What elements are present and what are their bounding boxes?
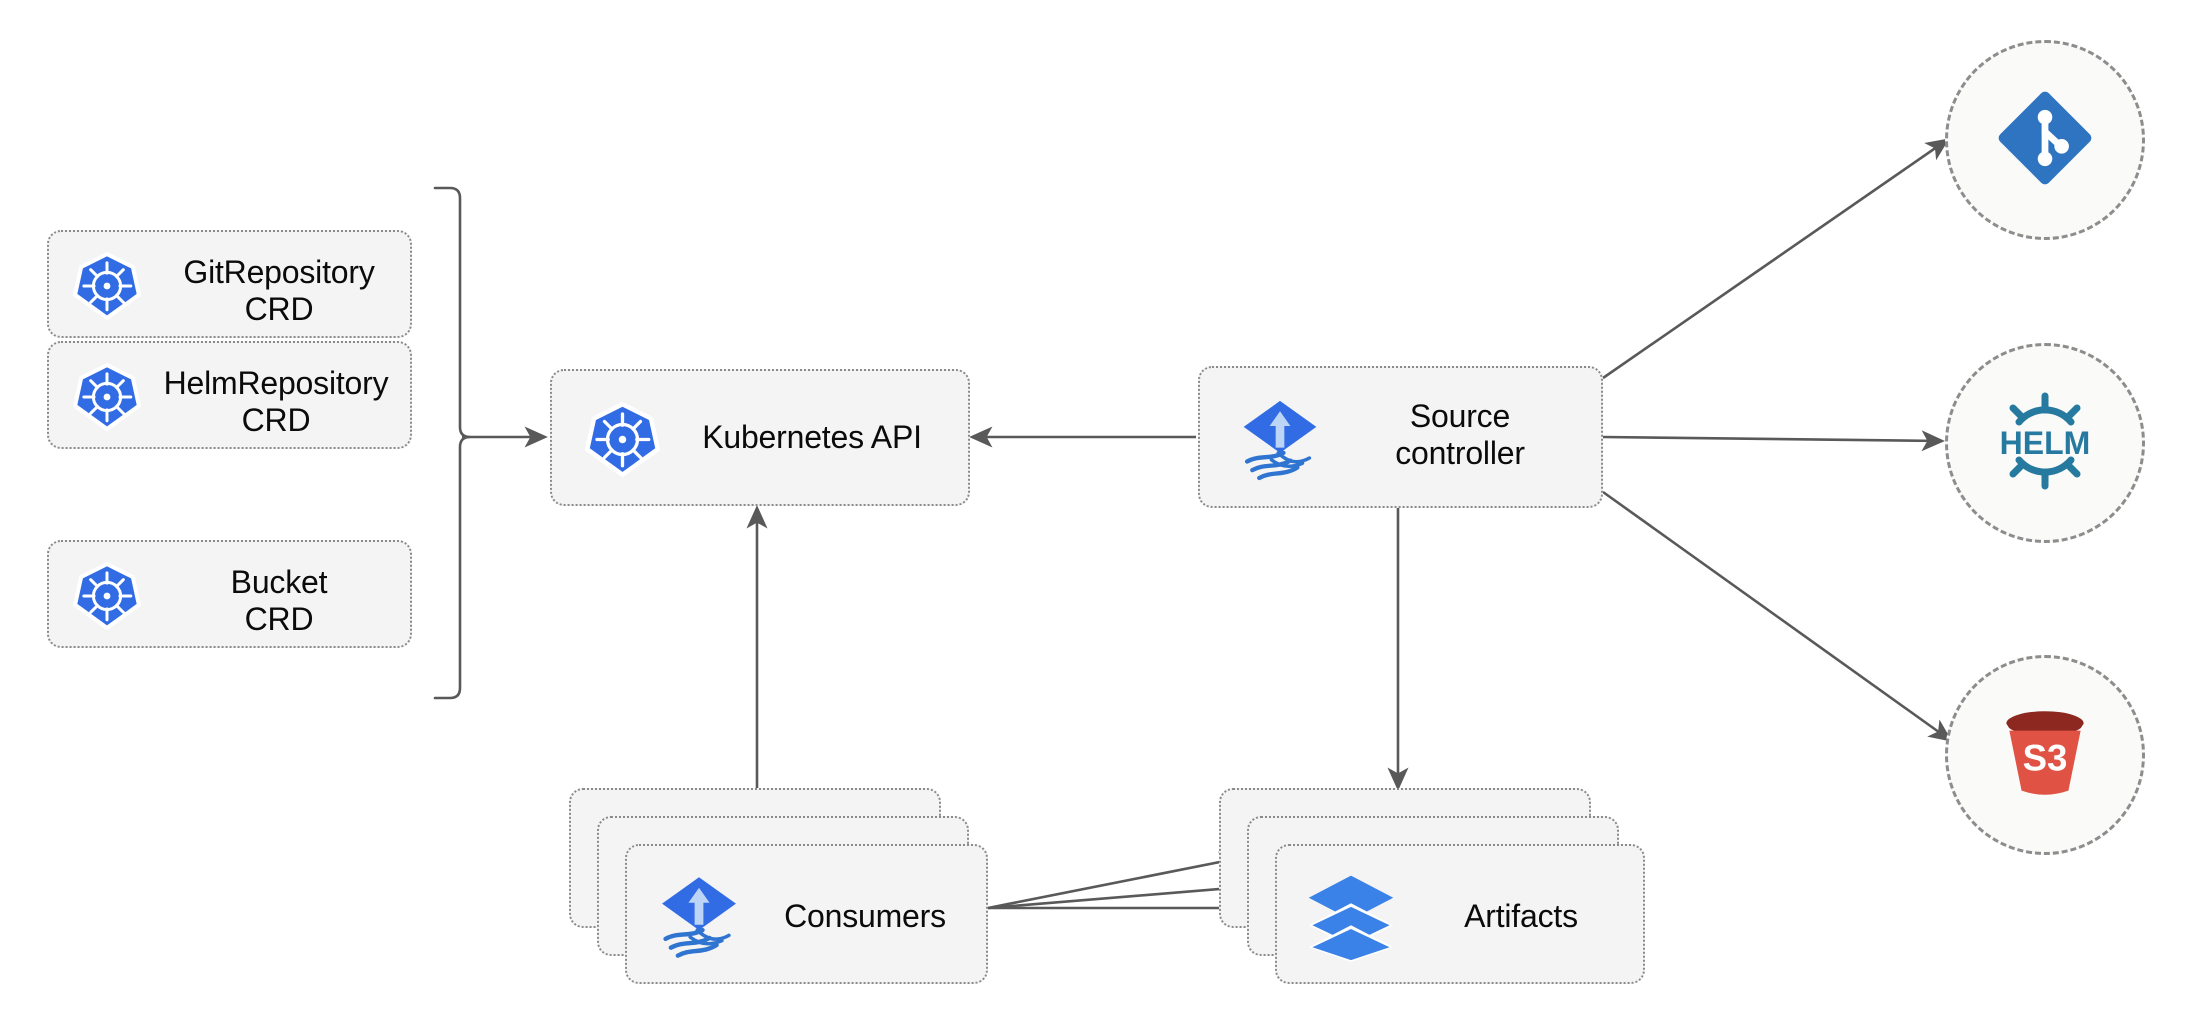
node-label: Source controller — [1395, 398, 1525, 472]
helm-icon: HELM — [1985, 386, 2105, 501]
node-gitrepository-crd[interactable]: GitRepository CRD — [47, 230, 412, 338]
kubernetes-icon — [585, 402, 660, 477]
edge-source-controller-to-helm — [1602, 430, 1945, 452]
edge-source-controller-to-s3 — [1602, 490, 1953, 742]
node-bucket-crd[interactable]: Bucket CRD — [47, 540, 412, 648]
kubernetes-icon — [73, 562, 141, 630]
node-label: GitRepository CRD — [183, 254, 375, 328]
node-consumers[interactable]: Consumers — [625, 844, 988, 984]
node-label: Consumers — [784, 898, 946, 934]
kubernetes-icon — [73, 363, 141, 432]
source-circle-git[interactable] — [1945, 40, 2145, 240]
source-circle-helm[interactable]: HELM — [1945, 343, 2145, 543]
s3-bucket-icon: S3 — [1989, 697, 2101, 814]
node-label: Kubernetes API — [702, 419, 922, 455]
helm-wordmark: HELM — [2000, 425, 2091, 461]
flux-icon — [655, 870, 743, 962]
node-label: Artifacts — [1464, 898, 1578, 934]
edge-consumers-to-artifacts-1 — [987, 851, 1243, 910]
source-circle-s3[interactable]: S3 — [1945, 655, 2145, 855]
node-source-controller[interactable]: Source controller — [1198, 366, 1603, 508]
git-icon — [1993, 86, 2097, 195]
node-artifacts[interactable]: Artifacts — [1275, 844, 1645, 984]
flux-icon — [1236, 394, 1324, 484]
node-label: Bucket CRD — [230, 564, 328, 638]
s3-wordmark: S3 — [2023, 737, 2068, 778]
node-kubernetes-api[interactable]: Kubernetes API — [550, 369, 970, 506]
node-helmrepository-crd[interactable]: HelmRepository CRD — [47, 341, 412, 449]
crd-group-bracket — [433, 186, 471, 700]
layers-icon — [1305, 872, 1397, 962]
edge-source-controller-to-git — [1602, 138, 1950, 380]
node-label: HelmRepository CRD — [163, 365, 389, 439]
kubernetes-icon — [73, 252, 141, 321]
